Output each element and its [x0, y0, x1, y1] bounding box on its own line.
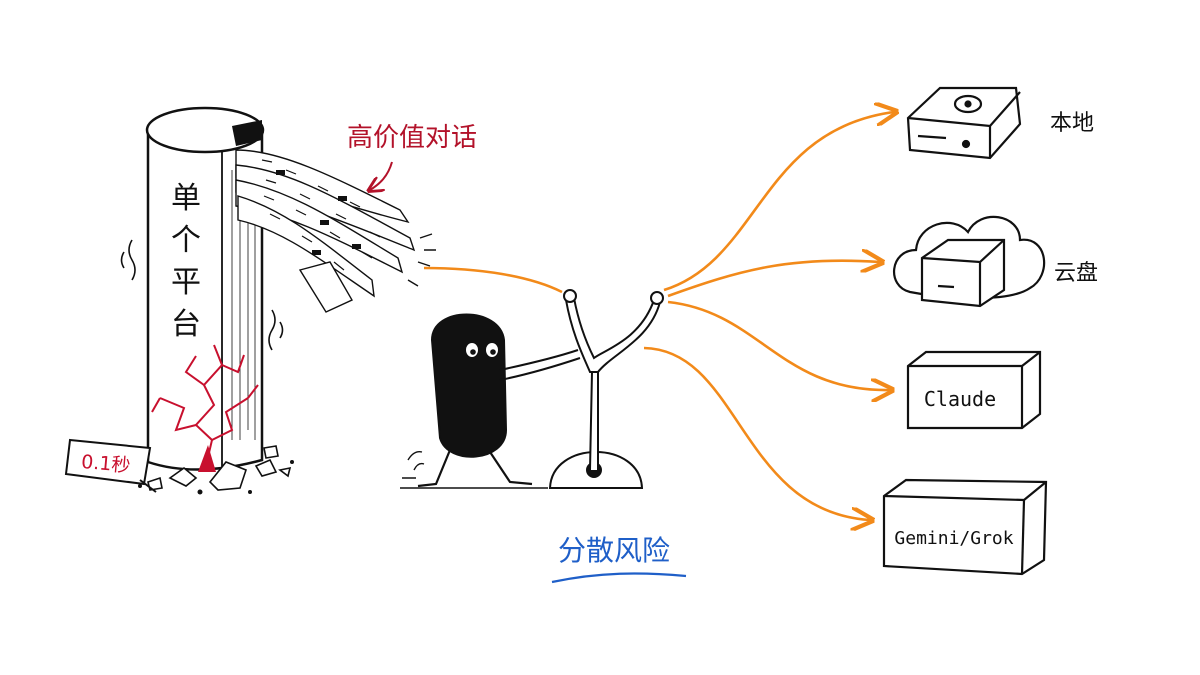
single-platform-pillar: 单 个 平 台: [120, 106, 294, 495]
timer-sign-text: 0.1秒: [80, 451, 131, 477]
arrow-to-gemini: [643, 346, 870, 520]
gemini-grok-box: [882, 478, 1048, 576]
claude-box: [906, 350, 1042, 430]
character: [400, 313, 581, 489]
local-drive-icon: [906, 86, 1022, 160]
distribution-arrows: [423, 112, 894, 520]
caption-text: 分散风险: [558, 534, 670, 567]
target-label-cloud: 云盘: [1054, 261, 1098, 286]
target-label-gemini: Gemini/Grok: [894, 528, 1013, 549]
annotation-text: 高价值对话: [347, 123, 477, 153]
cloud-storage-icon: [893, 215, 1046, 308]
target-label-local: 本地: [1050, 111, 1094, 136]
pillar-label-char: 平: [171, 265, 201, 300]
arrow-to-cloud: [667, 261, 880, 298]
pillar-label-char: 个: [171, 223, 201, 258]
incoming-arrow: [423, 266, 563, 294]
conversation-papers: [235, 149, 436, 313]
annotation-arrow: [370, 161, 393, 190]
arrow-to-claude: [667, 300, 890, 390]
target-label-claude: Claude: [924, 387, 996, 411]
pillar-label-char: 台: [171, 307, 201, 342]
caption: 分散风险: [551, 534, 687, 584]
timer-sign: 0.1秒: [64, 438, 157, 493]
pillar-label-char: 单: [171, 181, 201, 216]
high-value-annotation: 高价值对话: [347, 123, 477, 190]
arrow-to-local: [663, 112, 894, 292]
pillar-label: 单 个 平 台: [171, 181, 201, 342]
caption-underline: [551, 572, 687, 584]
splitter-device: [548, 289, 664, 489]
